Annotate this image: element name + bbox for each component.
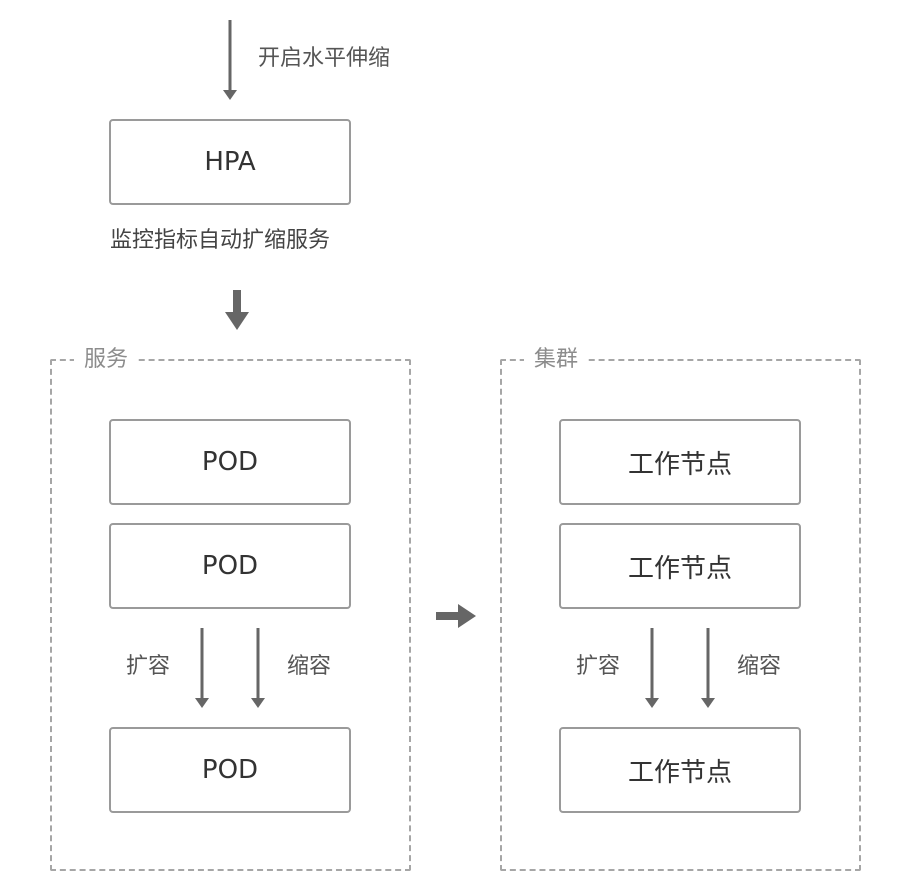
cluster-group: 集群: [500, 345, 861, 871]
service-scale-out-label: 扩容: [126, 654, 171, 679]
pod-box-2: POD: [109, 523, 351, 609]
pod-box-1: POD: [109, 419, 351, 505]
worker-node-box-1: 工作节点: [559, 419, 801, 505]
worker-node-box-2: 工作节点: [559, 523, 801, 609]
pod-label: POD: [201, 755, 259, 785]
service-scale-out-arrow: [195, 628, 209, 708]
worker-node-box-3: 工作节点: [559, 727, 801, 813]
cluster-group-title: 集群: [524, 345, 589, 375]
pod-label: POD: [201, 551, 259, 581]
worker-node-label: 工作节点: [627, 553, 732, 584]
hpa-box: HPA: [109, 119, 351, 205]
cluster-scale-out-arrow: [645, 628, 659, 708]
service-group: 服务: [50, 345, 411, 871]
enable-arrow: [223, 20, 237, 100]
service-group-title: 服务: [74, 345, 139, 375]
service-to-cluster-arrow: [436, 604, 476, 628]
pod-box-3: POD: [109, 727, 351, 813]
cluster-scale-out-label: 扩容: [576, 654, 621, 679]
hpa-label: HPA: [204, 147, 256, 177]
service-scale-in-arrow: [251, 628, 265, 708]
cluster-scale-in-arrow: [701, 628, 715, 708]
monitor-label: 监控指标自动扩缩服务: [110, 228, 331, 253]
enable-hpa-label: 开启水平伸缩: [258, 46, 391, 71]
hpa-to-service-arrow: [225, 290, 249, 330]
worker-node-label: 工作节点: [627, 757, 732, 788]
worker-node-label: 工作节点: [627, 449, 732, 480]
pod-label: POD: [201, 447, 259, 477]
cluster-scale-in-label: 缩容: [737, 654, 782, 679]
service-scale-in-label: 缩容: [287, 654, 332, 679]
